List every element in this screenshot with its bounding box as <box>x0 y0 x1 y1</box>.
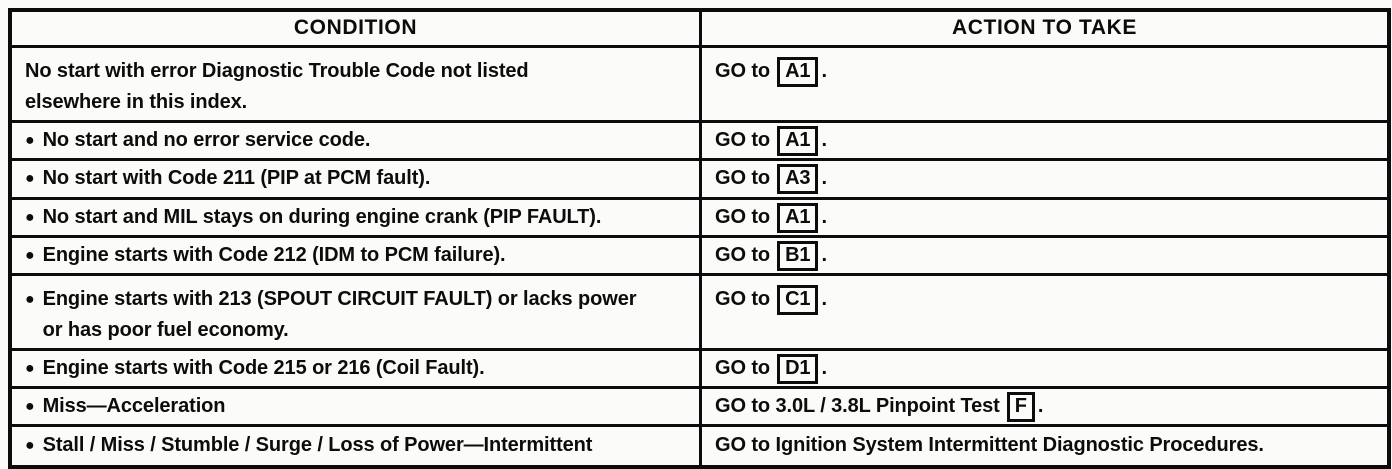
condition-text: No start and no error service code. <box>42 128 371 151</box>
action-column-header: ACTION TO TAKE <box>699 8 1391 48</box>
action-cell: GO to A3. <box>699 157 1391 200</box>
condition-cell: No start with error Diagnostic Trouble C… <box>8 44 702 123</box>
action-period: . <box>821 243 827 266</box>
condition-text: Stall / Miss / Stumble / Surge / Loss of… <box>42 434 593 457</box>
action-cell: GO to C1. <box>699 272 1391 351</box>
pinpoint-test-ref: B1 <box>777 240 819 271</box>
action-period: . <box>821 205 827 228</box>
bullet-icon: ● <box>25 131 35 149</box>
condition-cell: ● No start and MIL stays on during engine… <box>8 196 702 238</box>
table-row: ● Miss—Acceleration GO to 3.0L / 3.8L Pin… <box>8 385 1391 427</box>
pinpoint-test-ref: A1 <box>777 202 819 233</box>
action-period: . <box>821 128 827 151</box>
action-cell: GO to Ignition System Intermittent Diagn… <box>699 423 1391 469</box>
pinpoint-test-ref: C1 <box>777 284 819 315</box>
table-row: No start with error Diagnostic Trouble C… <box>8 44 1391 123</box>
bullet-icon: ● <box>25 170 35 187</box>
action-period: . <box>821 59 827 82</box>
action-cell: GO to A1. <box>699 119 1391 161</box>
bullet-icon: ● <box>25 397 35 415</box>
table-row: ● Engine starts with 213 (SPOUT CIRCUIT F… <box>8 272 1391 351</box>
action-period: . <box>821 287 827 310</box>
action-period: . <box>1037 394 1044 417</box>
action-text: GO to <box>715 205 771 228</box>
bullet-icon: ● <box>25 290 35 308</box>
table-row: ● Engine starts with Code 215 or 216 (Coi… <box>8 347 1391 389</box>
bullet-icon: ● <box>25 246 35 264</box>
action-text: GO to <box>715 167 771 189</box>
condition-text: Engine starts with Code 212 (IDM to PCM … <box>42 243 506 266</box>
action-text: GO to <box>715 128 771 151</box>
bullet-icon: ● <box>25 437 35 455</box>
table-row: ● Engine starts with Code 212 (IDM to PCM… <box>8 234 1391 276</box>
condition-cell: ● No start with Code 211 (PIP at PCM faul… <box>8 157 702 200</box>
action-cell: GO to A1. <box>699 196 1391 238</box>
table-row: ● No start with Code 211 (PIP at PCM faul… <box>8 157 1391 200</box>
action-cell: GO to B1. <box>699 234 1391 276</box>
condition-text: No start with error Diagnostic Trouble C… <box>25 59 529 113</box>
action-period: . <box>821 356 827 379</box>
bullet-icon: ● <box>25 359 35 377</box>
condition-text: Miss—Acceleration <box>42 394 226 417</box>
condition-text: No start with Code 211 (PIP at PCM fault… <box>42 167 431 189</box>
pinpoint-test-ref: D1 <box>777 353 819 384</box>
condition-text: No start and MIL stays on during engine … <box>42 205 602 228</box>
condition-cell: ● Engine starts with Code 215 or 216 (Coi… <box>8 347 702 389</box>
condition-column-header: CONDITION <box>8 8 702 48</box>
pinpoint-test-ref: A1 <box>777 125 819 156</box>
pinpoint-test-ref: A3 <box>777 164 819 194</box>
condition-text: Engine starts with 213 (SPOUT CIRCUIT FA… <box>42 287 637 341</box>
condition-cell: ● Engine starts with Code 212 (IDM to PCM… <box>8 234 702 276</box>
condition-text: Engine starts with Code 215 or 216 (Coil… <box>42 356 485 379</box>
action-text: GO to <box>715 356 771 379</box>
pinpoint-test-ref: F <box>1006 391 1035 422</box>
condition-cell: ● Engine starts with 213 (SPOUT CIRCUIT F… <box>8 272 702 351</box>
header-row: CONDITION ACTION TO TAKE <box>8 8 1391 48</box>
action-cell: GO to 3.0L / 3.8L Pinpoint Test F. <box>699 385 1391 427</box>
action-cell: GO to A1. <box>699 44 1391 123</box>
action-text: GO to Ignition System Intermittent Diagn… <box>715 434 1264 457</box>
condition-cell: ● No start and no error service code. <box>8 119 702 161</box>
action-text: GO to <box>715 287 771 310</box>
action-cell: GO to D1. <box>699 347 1391 389</box>
diagnostic-index-table: CONDITION ACTION TO TAKE No start with e… <box>8 8 1391 469</box>
pinpoint-test-ref: A1 <box>777 56 819 87</box>
action-text: GO to <box>715 59 771 82</box>
action-period: . <box>821 167 827 189</box>
table-row: ● No start and no error service code. GO … <box>8 119 1391 161</box>
condition-cell: ● Stall / Miss / Stumble / Surge / Loss o… <box>8 423 702 469</box>
table-row: ● No start and MIL stays on during engine… <box>8 196 1391 238</box>
action-text: GO to 3.0L / 3.8L Pinpoint Test <box>715 394 1000 417</box>
condition-cell: ● Miss—Acceleration <box>8 385 702 427</box>
bullet-icon: ● <box>25 208 35 226</box>
table-row: ● Stall / Miss / Stumble / Surge / Loss o… <box>8 423 1391 469</box>
action-text: GO to <box>715 243 771 266</box>
